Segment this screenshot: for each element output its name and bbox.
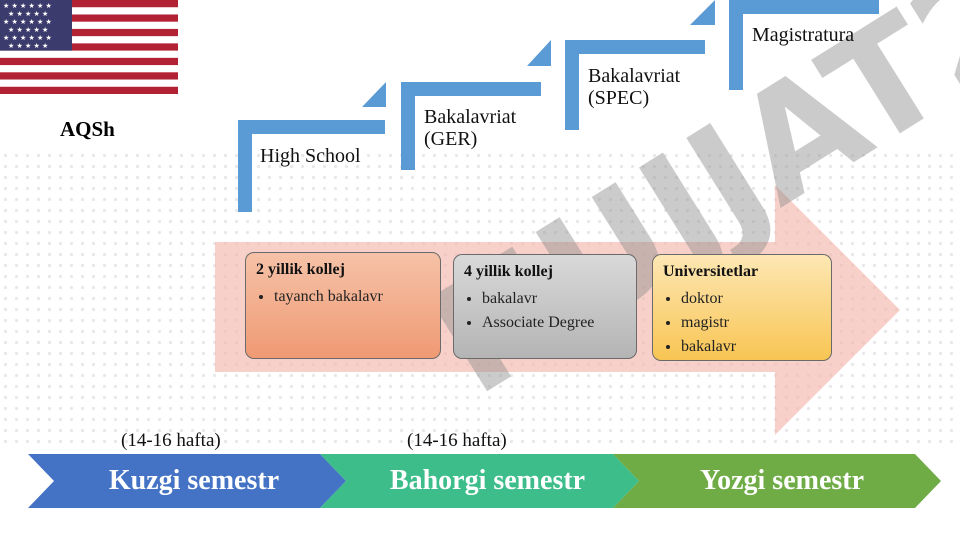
duration-kuzgi: (14-16 hafta)	[121, 430, 221, 451]
institution-title: Universitetlar	[663, 263, 759, 280]
institution-box-2yr-college: 2 yillik kollej tayanch bakalavr	[245, 252, 441, 359]
svg-text:★ ★ ★ ★ ★: ★ ★ ★ ★ ★	[8, 26, 48, 34]
stair-2-top	[401, 82, 541, 96]
step-bakalavriat-ger: Bakalavriat (GER)	[424, 106, 517, 150]
semester-yozgi-label: Yozgi semestr	[699, 465, 865, 496]
svg-text:★ ★ ★ ★ ★: ★ ★ ★ ★ ★	[8, 42, 48, 50]
institution-list: doktor magistr bakalavr	[663, 287, 821, 359]
institution-title: 2 yillik kollej	[256, 261, 345, 278]
list-item: Associate Degree	[482, 311, 626, 335]
stair-3-top	[565, 40, 705, 54]
list-item: tayanch bakalavr	[274, 285, 430, 309]
country-label: AQSh	[60, 117, 115, 141]
step-magistratura: Magistratura	[752, 24, 855, 46]
institution-list: tayanch bakalavr	[256, 285, 430, 309]
institution-box-4yr-college: 4 yillik kollej bakalavr Associate Degre…	[453, 254, 637, 359]
us-flag-icon: ★ ★ ★ ★ ★ ★ ★ ★ ★ ★ ★ ★ ★ ★ ★ ★ ★ ★ ★ ★ …	[0, 0, 178, 94]
semester-timeline	[28, 454, 941, 508]
institution-box-universities: Universitetlar doktor magistr bakalavr	[652, 254, 832, 361]
svg-text:★ ★ ★ ★ ★ ★: ★ ★ ★ ★ ★ ★	[3, 2, 52, 10]
institution-list: bakalavr Associate Degree	[464, 287, 626, 335]
list-item: bakalavr	[482, 287, 626, 311]
stair-2	[401, 82, 415, 170]
stair-3	[565, 40, 579, 130]
duration-bahorgi: (14-16 hafta)	[407, 430, 507, 451]
list-item: magistr	[681, 311, 821, 335]
step-high-school: High School	[260, 145, 361, 167]
svg-text:★ ★ ★ ★ ★ ★: ★ ★ ★ ★ ★ ★	[3, 18, 52, 26]
stair-3-arrowhead	[690, 0, 715, 25]
list-item: doktor	[681, 287, 821, 311]
svg-text:★ ★ ★ ★ ★: ★ ★ ★ ★ ★	[8, 10, 48, 18]
semester-bahorgi-label: Bahorgi semestr	[389, 465, 586, 496]
semester-yozgi-shape	[613, 454, 941, 508]
list-item: bakalavr	[681, 335, 821, 359]
stair-1-arrowhead	[362, 82, 386, 107]
semester-bahorgi-shape	[320, 454, 639, 508]
institution-title: 4 yillik kollej	[464, 263, 553, 280]
stair-2-arrowhead	[527, 40, 551, 66]
semester-kuzgi-label: Kuzgi semestr	[108, 465, 280, 496]
svg-text:★ ★ ★ ★ ★ ★: ★ ★ ★ ★ ★ ★	[3, 34, 52, 42]
staircase	[238, 0, 879, 212]
stair-1	[238, 120, 252, 212]
stair-4	[729, 0, 743, 90]
step-bakalavriat-spec: Bakalavriat (SPEC)	[588, 65, 681, 109]
stair-4-top	[729, 0, 879, 14]
stair-1-top	[238, 120, 385, 134]
semester-kuzgi-shape	[28, 454, 346, 508]
